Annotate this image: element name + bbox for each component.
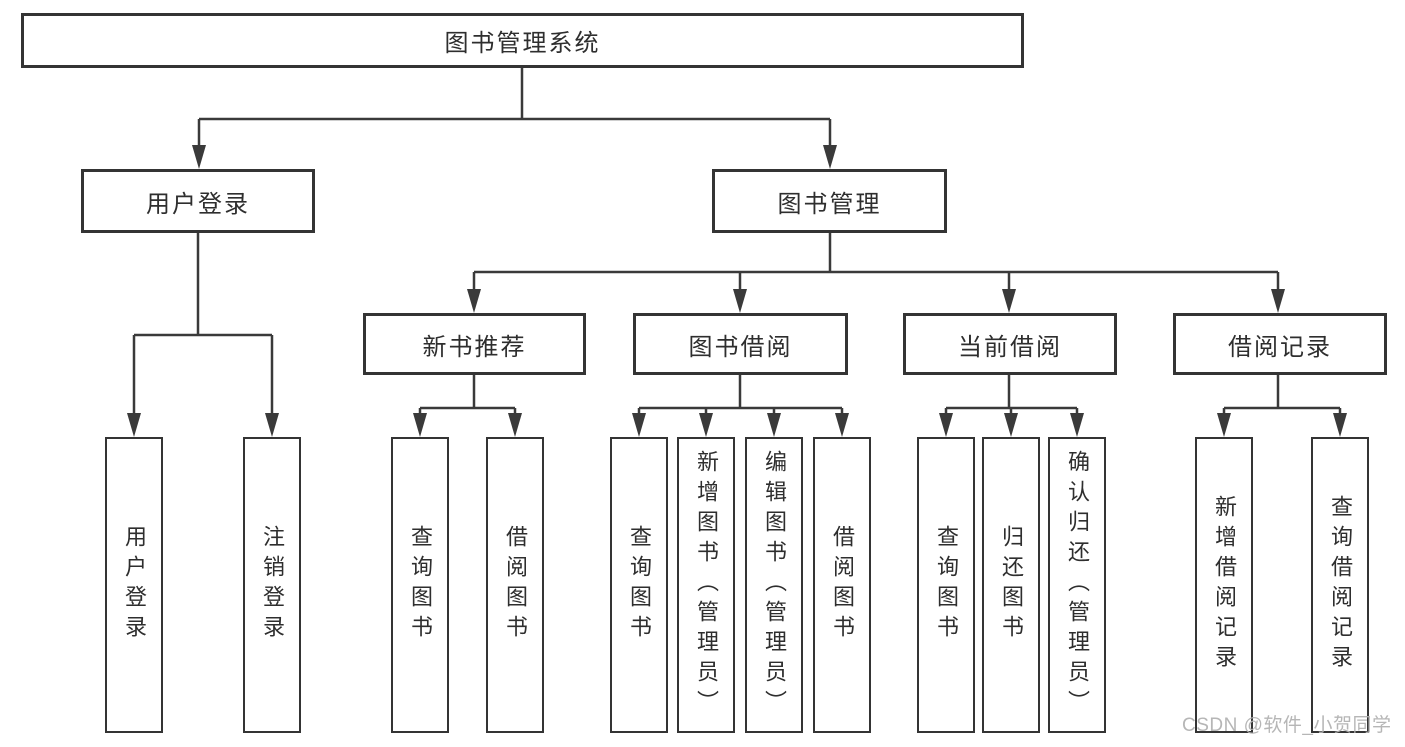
leaf-confirm-return-admin-label: 确认归还（管理员） xyxy=(1065,450,1090,720)
leaf-query-books-current-label: 查询图书 xyxy=(934,525,959,645)
node-borrowing-records: 借阅记录 xyxy=(1173,313,1387,375)
connector-root-to-level2 xyxy=(197,68,832,146)
leaf-query-borrow-record-label: 查询借阅记录 xyxy=(1328,495,1353,675)
connector-user-login-children xyxy=(132,233,274,414)
leaf-return-books: 归还图书 xyxy=(982,437,1040,733)
leaf-borrow-books-recommend-label: 借阅图书 xyxy=(503,525,528,645)
node-library-management-system: 图书管理系统 xyxy=(21,13,1024,68)
leaf-query-books-current: 查询图书 xyxy=(917,437,975,733)
leaf-query-books-borrowing: 查询图书 xyxy=(610,437,668,733)
leaf-logout: 注销登录 xyxy=(243,437,301,733)
leaf-return-books-label: 归还图书 xyxy=(999,525,1024,645)
leaf-query-borrow-record: 查询借阅记录 xyxy=(1311,437,1369,733)
leaf-user-login: 用户登录 xyxy=(105,437,163,733)
leaf-borrow-books-recommend: 借阅图书 xyxy=(486,437,544,733)
leaf-add-borrow-record-label: 新增借阅记录 xyxy=(1212,495,1237,675)
leaf-user-login-label: 用户登录 xyxy=(122,525,147,645)
leaf-query-books-recommend-label: 查询图书 xyxy=(408,525,433,645)
leaf-query-books-recommend: 查询图书 xyxy=(391,437,449,733)
csdn-watermark: CSDN @软件_小贺同学 xyxy=(1182,715,1392,736)
leaf-logout-label: 注销登录 xyxy=(260,525,285,645)
leaf-add-borrow-record: 新增借阅记录 xyxy=(1195,437,1253,733)
arrowheads xyxy=(127,145,1347,437)
leaf-borrow-books: 借阅图书 xyxy=(813,437,871,733)
leaf-confirm-return-admin: 确认归还（管理员） xyxy=(1048,437,1106,733)
node-book-borrowing: 图书借阅 xyxy=(633,313,848,375)
leaf-borrow-books-label: 借阅图书 xyxy=(830,525,855,645)
connector-borrow-record-children xyxy=(1222,375,1342,415)
connector-book-mgmt-to-level3 xyxy=(472,233,1280,290)
leaf-edit-books-admin-label: 编辑图书（管理员） xyxy=(762,450,787,720)
leaf-query-books-borrowing-label: 查询图书 xyxy=(627,525,652,645)
connector-new-book-children xyxy=(418,375,517,415)
leaf-add-books-admin-label: 新增图书（管理员） xyxy=(694,450,719,720)
leaf-edit-books-admin: 编辑图书（管理员） xyxy=(745,437,803,733)
leaf-add-books-admin: 新增图书（管理员） xyxy=(677,437,735,733)
node-new-book-recommendation: 新书推荐 xyxy=(363,313,586,375)
node-current-borrowing: 当前借阅 xyxy=(903,313,1117,375)
connector-current-borrow-children xyxy=(944,375,1079,415)
node-book-management: 图书管理 xyxy=(712,169,947,233)
connector-book-borrow-children xyxy=(637,375,844,415)
node-user-login: 用户登录 xyxy=(81,169,315,233)
